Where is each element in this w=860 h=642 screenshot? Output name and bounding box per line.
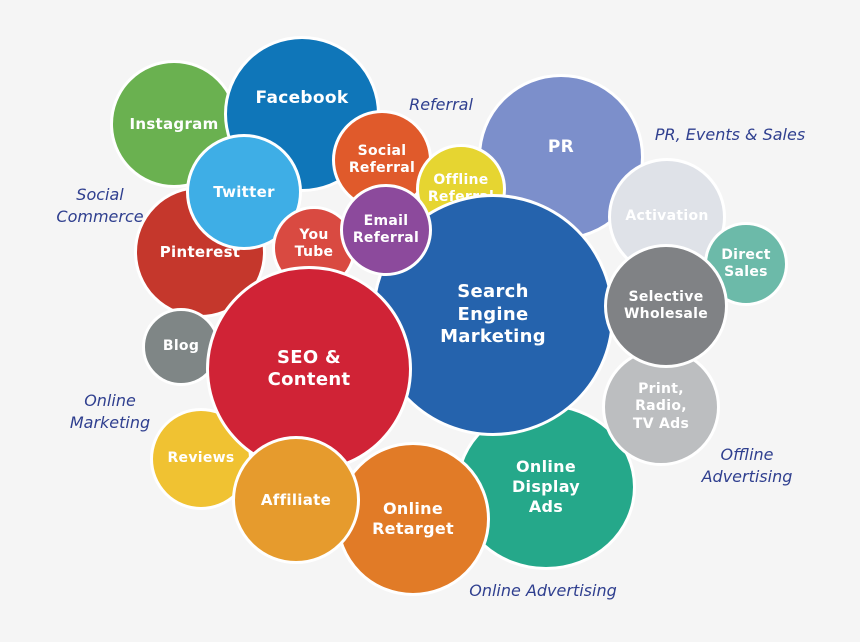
bubble-twitter: Twitter [186, 134, 302, 250]
category-online-marketing: Online Marketing [69, 391, 151, 433]
bubble-label: Search Engine Marketing [440, 281, 546, 348]
bubble-label: Online Retarget [372, 499, 454, 538]
bubble-label: Blog [162, 338, 200, 355]
bubble-label: Affiliate [260, 490, 332, 509]
category-online-advertising: Online Advertising [469, 581, 617, 600]
category-offline-advertising: Offline Advertising [701, 445, 793, 487]
bubble-label: You Tube [294, 226, 334, 261]
bubble-label: Activation [625, 208, 709, 225]
bubble-label: Online Display Ads [511, 457, 581, 516]
bubble-instagram: Instagram [110, 60, 238, 188]
bubble-label: Direct Sales [721, 246, 771, 281]
category-pr-events-sales: PR, Events & Sales [654, 125, 806, 144]
bubble-label: Print, Radio, TV Ads [632, 380, 690, 432]
bubble-label: Facebook [255, 88, 349, 109]
bubble-label: Email Referral [352, 212, 420, 247]
bubble-label: Twitter [213, 182, 275, 201]
bubble-label: Reviews [167, 450, 235, 467]
bubble-selective-wholesale: Selective Wholesale [604, 244, 728, 368]
category-social-commerce: Social Commerce [56, 185, 144, 227]
bubble-online-retarget: Online Retarget [336, 442, 490, 596]
bubble-affiliate: Affiliate [232, 436, 360, 564]
bubble-label: SEO & Content [267, 346, 351, 391]
bubble-email-referral: Email Referral [340, 184, 432, 276]
bubble-label: Selective Wholesale [623, 288, 709, 323]
bubble-label: PR [547, 137, 575, 158]
bubble-label: Instagram [129, 114, 219, 133]
bubble-social-referral: Social Referral [332, 110, 432, 210]
bubble-label: Pinterest [159, 242, 241, 261]
category-referral: Referral [409, 95, 473, 114]
bubble-label: Social Referral [348, 142, 416, 177]
bubble-search-engine-marketing: Search Engine Marketing [372, 194, 614, 436]
